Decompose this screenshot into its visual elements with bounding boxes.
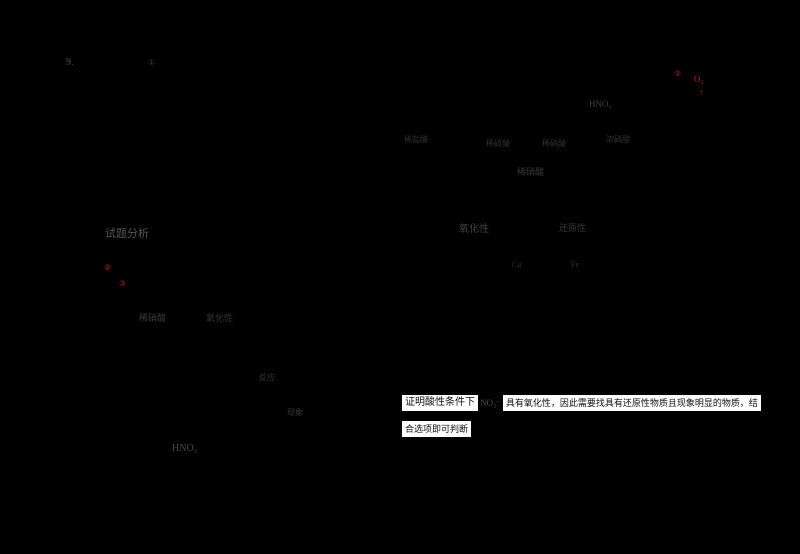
table-frag-left: 氧化性 (459, 224, 489, 235)
formula-hno3-bottom: HNO₃ (172, 443, 198, 454)
analysis-label: 试题分析 (105, 228, 149, 240)
red-mark-left-1: ② (104, 263, 112, 272)
table-frag-right: 还原性 (559, 223, 587, 233)
question-number: 9. (66, 57, 74, 68)
sub-frag-right: Fe (571, 260, 579, 269)
option-frag-2: 稀硫酸 (486, 139, 510, 148)
analysis-text-suffix: 具有氧化性，因此需要找具有还原性物质且现象明显的物质，结 (502, 395, 761, 411)
item-marker: ① (148, 58, 156, 67)
nitrate-ion-formula: NO₃⁻ (478, 395, 503, 411)
sub-frag-left: Cu (512, 260, 522, 269)
mid-frag-2: 氧化性 (206, 313, 234, 323)
option-frag-1: 稀盐酸 (404, 135, 428, 144)
lower-frag-1: 反应 (259, 373, 275, 382)
option-frag-4: 浓硝酸 (606, 135, 630, 144)
red-mark-top-3: ↑ (699, 87, 704, 97)
formula-hno3-top: HNO₃ (589, 99, 612, 109)
highlighted-analysis-line-1: 证明酸性条件下 NO₃⁻ 具有氧化性，因此需要找具有还原性物质且现象明显的物质，… (402, 395, 761, 411)
red-mark-left-2: ③ (119, 279, 127, 288)
lower-frag-2: 现象 (287, 408, 303, 417)
highlighted-analysis-line-2: 合选项即可判断 (402, 421, 472, 437)
analysis-text-line2: 合选项即可判断 (402, 421, 472, 437)
option-frag-3: 稀硝酸 (542, 139, 566, 148)
analysis-text-prefix: 证明酸性条件下 (402, 395, 478, 411)
red-mark-top-1: ③ (674, 69, 682, 78)
red-mark-top-2: O₂ (694, 74, 704, 84)
mid-frag-1: 稀硝酸 (139, 313, 167, 323)
center-frag: 稀硝酸 (517, 167, 545, 177)
